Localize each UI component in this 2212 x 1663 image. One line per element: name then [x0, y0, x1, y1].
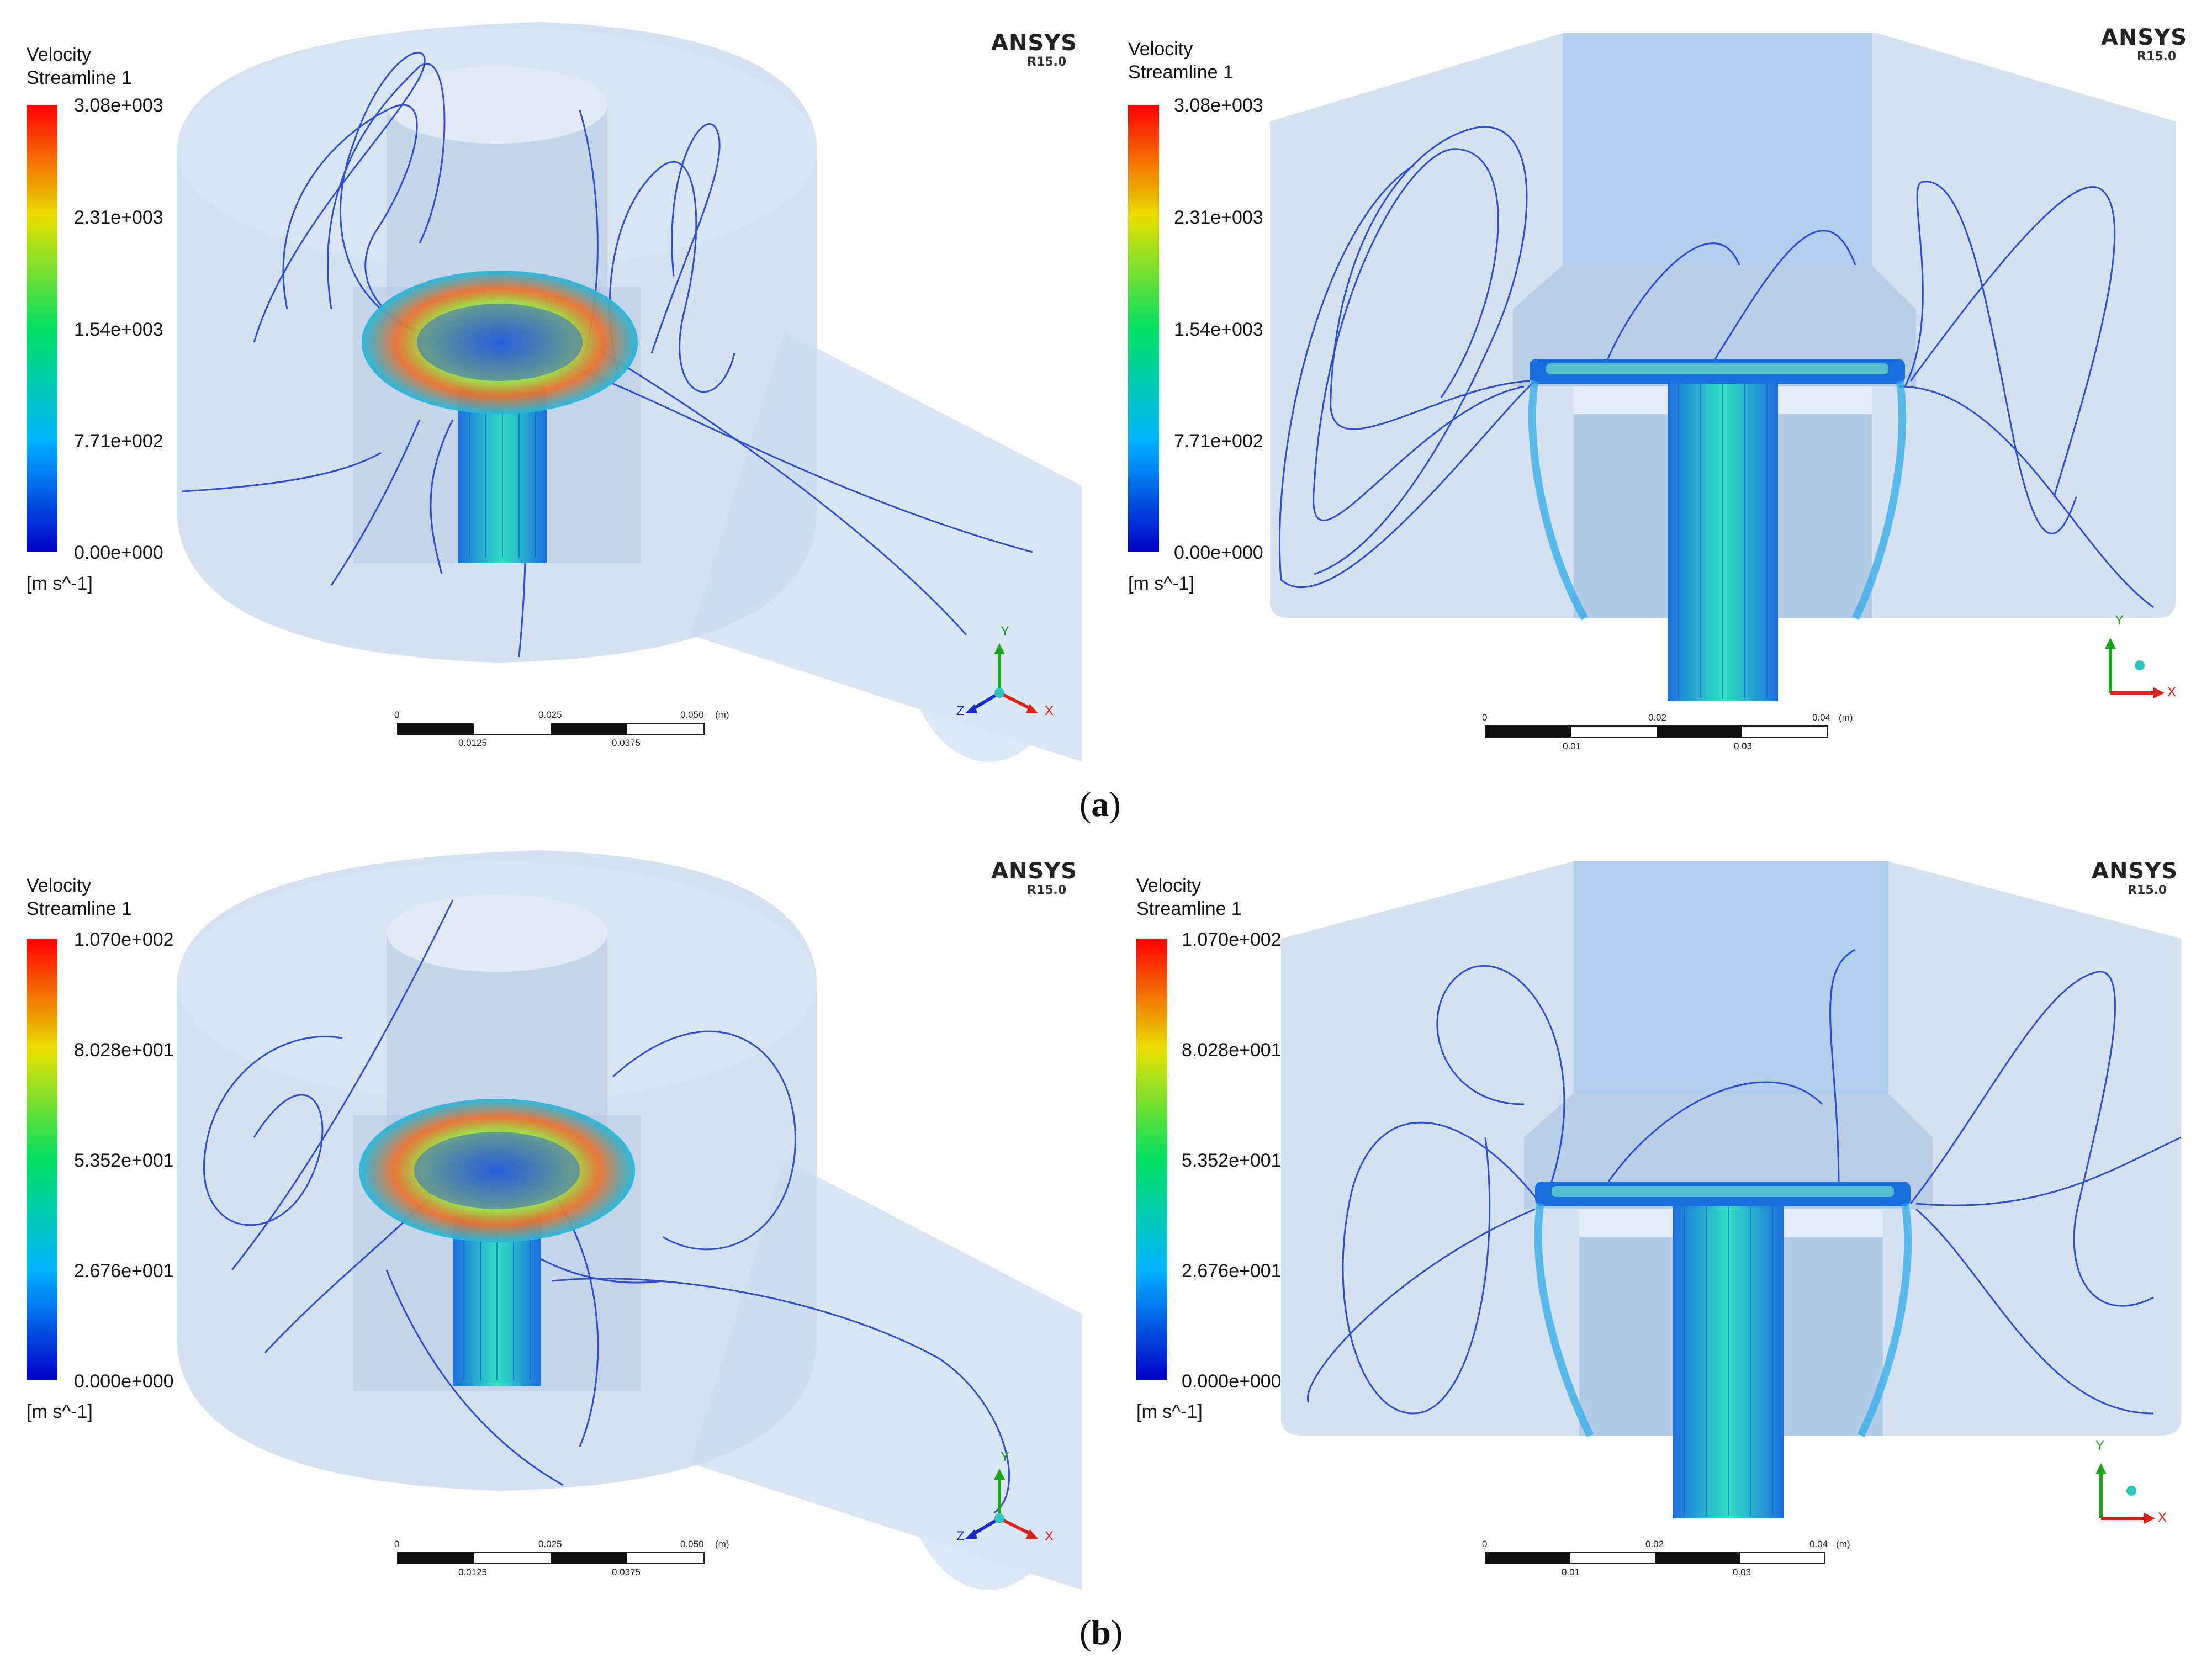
scale-label: 0.050: [680, 709, 704, 720]
ansys-version: R15.0: [2137, 50, 2177, 63]
scale-unit: (m): [1836, 1539, 1850, 1549]
scale-label: 0.0125: [458, 738, 487, 748]
a-left-colorbar: [27, 105, 57, 552]
legend-title: Velocity: [1136, 875, 1202, 896]
legend-tick: 1.54e+003: [74, 319, 163, 340]
legend-subtitle: Streamline 1: [1128, 62, 1234, 83]
scale-unit: (m): [1839, 712, 1853, 723]
legend-title: Velocity: [27, 44, 92, 65]
legend-tick: 5.352e+001: [1182, 1150, 1282, 1171]
scale-label: 0: [1482, 712, 1488, 723]
legend-tick: 1.54e+003: [1174, 319, 1263, 340]
b-right-axis-triad: [2095, 1463, 2155, 1524]
legend-unit: [m s^-1]: [1136, 1401, 1203, 1422]
a-left-scale-bar: [397, 723, 705, 735]
ansys-version: R15.0: [1027, 55, 1067, 69]
legend-subtitle: Streamline 1: [27, 898, 132, 919]
ansys-version: R15.0: [1027, 883, 1067, 897]
scale-label: 0.02: [1648, 712, 1667, 723]
scale-label: 0.04: [1812, 712, 1831, 723]
scale-label: 0: [1482, 1539, 1488, 1549]
axis-x-label: X: [2167, 685, 2177, 700]
caption-a: (a): [1079, 785, 1121, 824]
axis-y-label: Y: [1001, 1449, 1010, 1464]
legend-tick: 3.08e+003: [74, 95, 163, 116]
scale-label: 0.025: [538, 1539, 562, 1549]
b-right-geometry: [1281, 861, 2182, 1518]
caption-a-letter: a: [1091, 785, 1109, 824]
axis-x-label: X: [1045, 1529, 1054, 1544]
ansys-logo: ANSYS: [2101, 25, 2188, 50]
legend-tick: 1.070e+002: [1182, 929, 1282, 950]
legend-tick: 2.31e+003: [74, 207, 163, 228]
scale-label: 0.050: [680, 1539, 704, 1549]
legend-tick: 0.000e+000: [1182, 1371, 1282, 1392]
legend-unit: [m s^-1]: [27, 1401, 93, 1422]
scale-label: 0: [394, 709, 400, 720]
axis-z-label: Z: [956, 1529, 965, 1544]
a-right-scale-bar: [1485, 725, 1828, 738]
axis-y-label: Y: [1001, 624, 1010, 639]
legend-subtitle: Streamline 1: [1136, 898, 1242, 919]
legend-subtitle: Streamline 1: [27, 67, 132, 88]
legend-tick: 2.676e+001: [74, 1261, 174, 1281]
legend-tick: 0.00e+000: [1174, 542, 1263, 563]
scale-label: 0.01: [1563, 741, 1581, 751]
a-right-geometry: [1270, 33, 2176, 701]
scale-label: 0.03: [1734, 741, 1753, 751]
ansys-version: R15.0: [2128, 883, 2167, 897]
legend-tick: 3.08e+003: [1174, 95, 1263, 116]
axis-z-label: Z: [956, 703, 965, 718]
b-left-colorbar: [27, 939, 57, 1380]
scale-unit: (m): [715, 1539, 729, 1549]
legend-title: Velocity: [1128, 39, 1193, 60]
legend-tick: 2.31e+003: [1174, 207, 1263, 228]
ansys-logo: ANSYS: [991, 859, 1078, 884]
b-right-colorbar: [1136, 939, 1167, 1380]
ansys-logo: ANSYS: [2092, 859, 2178, 884]
legend-tick: 0.000e+000: [74, 1371, 174, 1392]
legend-tick: 7.71e+002: [1174, 431, 1263, 452]
scale-unit: (m): [715, 709, 729, 720]
legend-tick: 1.070e+002: [74, 929, 174, 950]
a-right-axis-triad: [2105, 638, 2165, 698]
scale-label: 0: [394, 1539, 400, 1549]
scale-label: 0.0375: [612, 1567, 641, 1577]
axis-y-label: Y: [2095, 1438, 2105, 1453]
axis-y-label: Y: [2115, 613, 2124, 628]
legend-unit: [m s^-1]: [1128, 573, 1194, 594]
caption-b: (b): [1079, 1613, 1123, 1652]
scale-label: 0.0375: [612, 738, 641, 748]
legend-tick: 8.028e+001: [1182, 1040, 1282, 1061]
scale-label: 0.025: [538, 709, 562, 720]
scale-label: 0.03: [1733, 1567, 1751, 1577]
a-left-axis-triad: [965, 643, 1038, 713]
scale-label: 0.02: [1645, 1539, 1664, 1549]
a-right-colorbar: [1128, 105, 1159, 552]
caption-b-letter: b: [1091, 1613, 1111, 1652]
b-left-geometry: [177, 850, 1082, 1590]
scale-label: 0.01: [1562, 1567, 1580, 1577]
legend-tick: 2.676e+001: [1182, 1261, 1282, 1281]
b-left-scale-bar: [397, 1552, 705, 1564]
legend-tick: 0.00e+000: [74, 542, 163, 563]
axis-x-label: X: [2158, 1510, 2167, 1525]
legend-tick: 8.028e+001: [74, 1040, 174, 1061]
scale-label: 0.0125: [458, 1567, 487, 1577]
b-left-axis-triad: [965, 1469, 1038, 1539]
legend-unit: [m s^-1]: [27, 573, 93, 594]
legend-title: Velocity: [27, 875, 92, 896]
legend-tick: 5.352e+001: [74, 1150, 174, 1171]
legend-tick: 7.71e+002: [74, 431, 163, 452]
scale-label: 0.04: [1809, 1539, 1828, 1549]
a-left-geometry: [177, 22, 1082, 762]
ansys-logo: ANSYS: [991, 30, 1078, 56]
b-right-scale-bar: [1485, 1552, 1825, 1564]
axis-x-label: X: [1045, 703, 1054, 718]
